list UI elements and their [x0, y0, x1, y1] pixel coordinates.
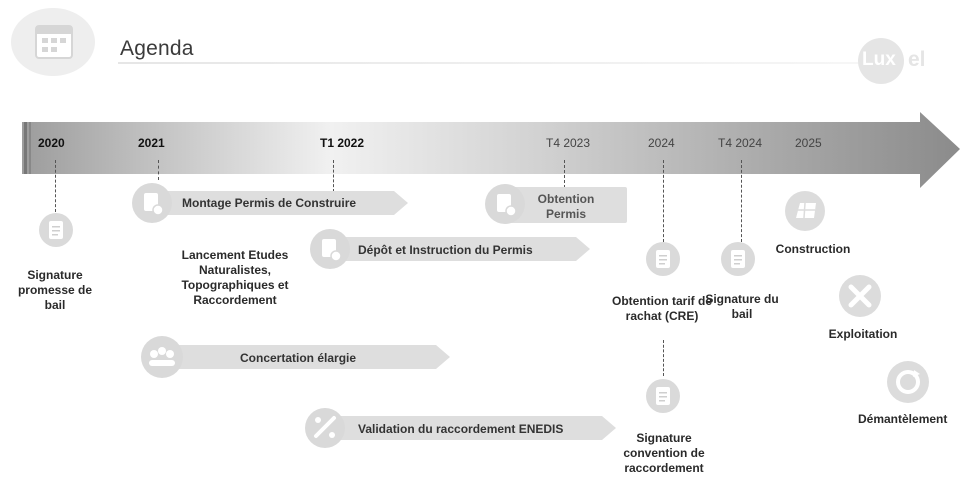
phase-concertation-label: Concertation élargie [240, 351, 357, 365]
milestone-demantelement: Démantèlement [858, 412, 948, 426]
document-icon [39, 213, 73, 247]
connector-2021 [158, 160, 159, 180]
phase-validation-raccordement-label: Validation du raccordement ENEDIS [358, 422, 564, 436]
solar-panel-icon [785, 191, 825, 231]
phase-obtention-permis [485, 184, 627, 224]
logo-text-left: Lux [862, 49, 896, 70]
phase-depot-instruction-label: Dépôt et Instruction du Permis [358, 243, 533, 257]
document-icon [646, 242, 680, 276]
milestone-signature-bail: Signature du bail [705, 292, 779, 321]
page-title: Agenda [120, 37, 194, 60]
phase-depot-instruction [310, 229, 590, 269]
connector-2024 [663, 160, 664, 242]
phase-obtention-permis-label: Obtention Permis [537, 192, 595, 221]
year-t4-2023: T4 2023 [546, 136, 591, 150]
title-underline [118, 62, 858, 64]
tools-icon [839, 275, 881, 317]
phase-validation-raccordement [305, 408, 616, 448]
document-icon [721, 242, 755, 276]
company-logo: Lux el [858, 38, 960, 84]
year-2025: 2025 [795, 136, 822, 150]
phase-concertation [141, 336, 450, 378]
milestone-obtention-tarif: Obtention tarif de rachat (CRE) [612, 294, 712, 323]
connector-t4-2023 [564, 160, 565, 188]
milestone-signature-promesse: Signature promesse de bail [17, 268, 93, 312]
year-t4-2024: T4 2024 [718, 136, 763, 150]
year-t1-2022: T1 2022 [320, 136, 365, 150]
year-2021: 2021 [138, 136, 165, 150]
connector-2020 [55, 160, 56, 212]
logo-text-right: el [908, 48, 926, 71]
year-2024: 2024 [648, 136, 675, 150]
connector-t1-2022 [333, 160, 334, 192]
year-2020: 2020 [38, 136, 65, 150]
document-icon [646, 379, 680, 413]
milestone-construction: Construction [775, 242, 851, 256]
timeline-arrow [22, 112, 960, 188]
milestone-signature-convention: Signature convention de raccordement [623, 431, 705, 475]
milestone-exploitation: Exploitation [828, 327, 898, 341]
connector-convention [663, 340, 664, 376]
connector-t4-2024 [741, 160, 742, 242]
milestone-lancement-etudes: Lancement Etudes Naturalistes, Topograph… [181, 248, 289, 307]
phase-montage-permis [132, 183, 408, 223]
phase-montage-permis-label: Montage Permis de Construire [182, 196, 357, 210]
calendar-icon [11, 8, 95, 76]
recycle-icon [887, 361, 929, 403]
